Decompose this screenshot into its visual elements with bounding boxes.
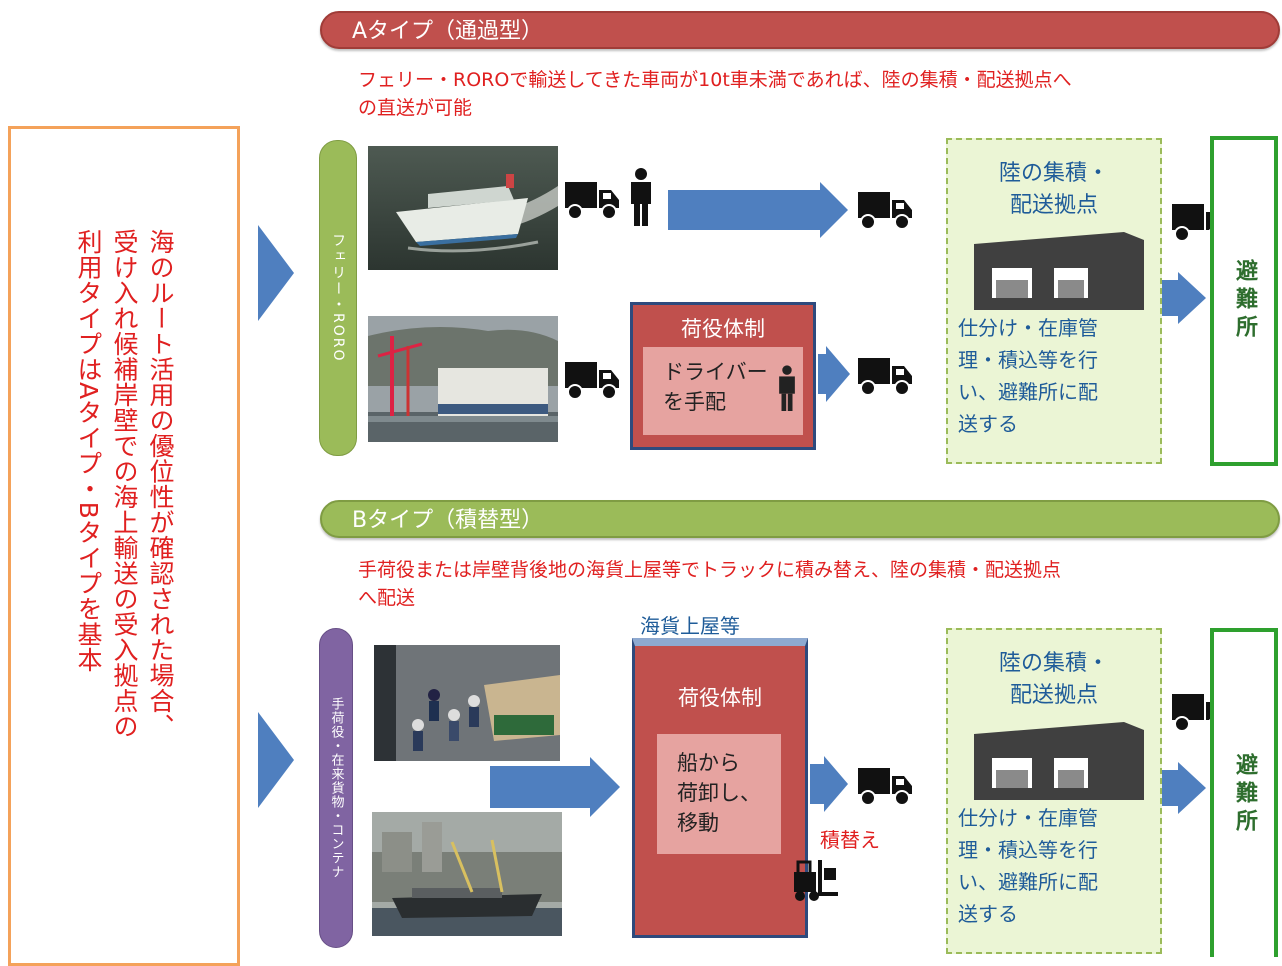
type-b-handling-box: 荷役体制 船から 荷卸し、 移動 [632, 638, 808, 938]
arrow-b2-icon [810, 756, 848, 812]
truck-icon [858, 358, 912, 396]
type-a-shelter-box: 避難所 [1210, 136, 1278, 466]
type-a-hub-description: 仕分け・在庫管 理・積込等を行 い、避難所に配 送する [958, 312, 1098, 440]
cargo-ship-photo [372, 812, 562, 936]
transship-label: 積替え [820, 828, 880, 852]
type-b-hub-title-line-2: 配送拠点 [1009, 683, 1098, 708]
type-a-handling-box: 荷役体制 ドライバー を手配 [630, 302, 816, 450]
roro-ship-photo [368, 316, 558, 442]
handling-text-line: 荷卸し、 [677, 781, 761, 805]
left-note-line-2: 受け入れ候補岸壁での海上輸送の受入拠点の [110, 229, 139, 739]
type-a-pointer-icon [258, 225, 294, 321]
handling-text-line: 船から [677, 751, 740, 775]
type-b-handling-title: 荷役体制 [678, 686, 762, 710]
type-b-hub-description: 仕分け・在庫管 理・積込等を行 い、避難所に配 送する [958, 802, 1098, 930]
type-b-description: 手荷役または岸壁背後地の海貨上屋等でトラックに積み替え、陸の集積・配送拠点 へ配… [358, 556, 1276, 612]
type-a-handling-line-2: を手配 [663, 390, 726, 414]
ferry-photo [368, 146, 558, 270]
type-b-shelter-box: 避難所 [1210, 628, 1278, 957]
hub-desc-line: 送する [958, 902, 1018, 926]
type-a-description: フェリー・ROROで輸送してきた車両が10t車未満であれば、陸の集積・配送拠点へ… [358, 66, 1268, 122]
person-icon [631, 168, 651, 226]
truck-icon [858, 192, 912, 230]
type-b-desc-line-1: 手荷役または岸壁背後地の海貨上屋等でトラックに積み替え、陸の集積・配送拠点 [358, 559, 1062, 581]
left-note-box: 海のルート活用の優位性が確認された場合、 受け入れ候補岸壁での海上輸送の受入拠点… [8, 126, 240, 966]
type-b-shelter-label: 避難所 [1232, 752, 1257, 837]
handling-text-line: 移動 [677, 811, 719, 835]
type-a-desc-line-1: フェリー・ROROで輸送してきた車両が10t車未満であれば、陸の集積・配送拠点へ [358, 69, 1072, 91]
arrow-b1-icon [490, 757, 620, 817]
arrow-b3-icon [1162, 762, 1206, 814]
hub-desc-line: い、避難所に配 [958, 870, 1098, 894]
forklift-icon [794, 860, 838, 901]
truck-icon [858, 768, 912, 806]
cargo-type-label: 手荷役・在来貨物・コンテナ [328, 697, 344, 879]
type-b-hub-title-line-1: 陸の集積・ [998, 651, 1109, 676]
hand-handling-photo [374, 645, 560, 761]
left-note-line-3: 利用タイプはAタイプ・Bタイプを基本 [74, 229, 103, 673]
hub-desc-line: 仕分け・在庫管 [958, 806, 1098, 830]
warehouse-icon [974, 722, 1144, 800]
arrow-a2-icon [818, 346, 850, 402]
type-b-hub-box: 陸の集積・ 配送拠点 仕分け・在庫管 理・積込等を行 い、避難所に配 送する [946, 628, 1162, 954]
warehouse-icon [974, 232, 1144, 310]
type-a-header: Aタイプ（通過型） [320, 11, 1280, 49]
hub-desc-line: い、避難所に配 [958, 380, 1098, 404]
type-b-desc-line-2: へ配送 [358, 587, 416, 609]
type-b-pointer-icon [258, 712, 294, 808]
type-a-hub-title-line-2: 配送拠点 [1009, 193, 1098, 218]
warehouse-label: 海貨上屋等 [640, 614, 740, 638]
type-b-header: Bタイプ（積替型） [320, 500, 1280, 538]
type-a-hub-title-line-1: 陸の集積・ [998, 161, 1109, 186]
type-a-handling-line-1: ドライバー [663, 360, 768, 384]
type-a-handling-title: 荷役体制 [681, 317, 765, 341]
hub-desc-line: 仕分け・在庫管 [958, 316, 1098, 340]
cargo-type-bar: 手荷役・在来貨物・コンテナ [319, 628, 353, 948]
truck-icon [565, 362, 619, 400]
type-a-handling-inner: ドライバー を手配 [643, 347, 803, 435]
type-b-handling-inner: 船から 荷卸し、 移動 [657, 734, 781, 854]
type-a-desc-line-2: の直送が可能 [358, 97, 473, 119]
hub-desc-line: 理・積込等を行 [958, 838, 1098, 862]
hub-desc-line: 送する [958, 412, 1018, 436]
ferry-roro-bar: フェリー・RORO [319, 140, 357, 456]
ferry-roro-label: フェリー・RORO [330, 233, 346, 363]
type-a-hub-box: 陸の集積・ 配送拠点 仕分け・在庫管 理・積込等を行 い、避難所に配 送する [946, 138, 1162, 464]
arrow-a1-icon [668, 182, 848, 238]
hub-desc-line: 理・積込等を行 [958, 348, 1098, 372]
driver-person-icon [779, 365, 795, 411]
type-a-shelter-label: 避難所 [1232, 259, 1257, 343]
arrow-a3-icon [1162, 272, 1206, 324]
truck-icon [565, 182, 619, 220]
left-note-line-1: 海のルート活用の優位性が確認された場合、 [146, 229, 175, 739]
